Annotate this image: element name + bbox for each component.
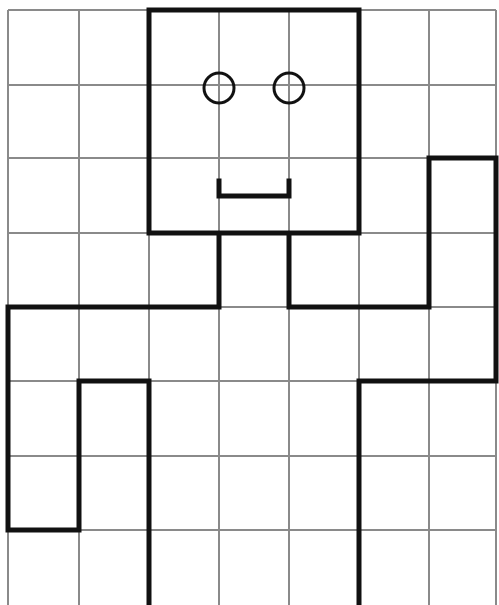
background [0, 0, 499, 605]
grid-figure-diagram [0, 0, 499, 605]
